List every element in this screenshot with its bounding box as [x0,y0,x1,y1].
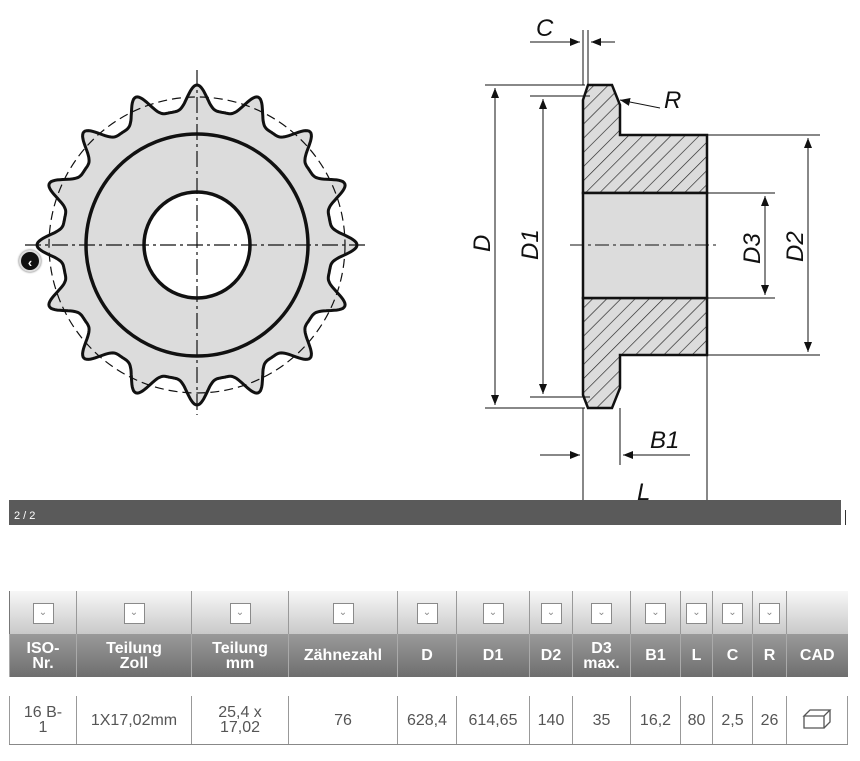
column-header[interactable]: D1 [456,634,530,677]
column-header[interactable]: Teilung mm [191,634,289,677]
column-header[interactable]: D2 [529,634,573,677]
filter-dropdown-button[interactable]: ⌄ [229,602,251,624]
filter-dropdown-button[interactable]: ⌄ [332,602,354,624]
label-c: C [536,15,554,42]
column-header[interactable]: CAD [786,634,848,677]
label-d2: D2 [782,231,809,262]
filter-dropdown-button[interactable]: ⌄ [686,602,707,624]
label-d1: D1 [517,229,544,260]
technical-drawing: C R D D1 D2 D3 B1 L [25,15,820,518]
filter-row: ⌄ ⌄ ⌄ ⌄ ⌄ ⌄ ⌄ ⌄ ⌄ ⌄ ⌄ ⌄ [9,591,848,634]
filter-cell: ⌄ [572,591,631,634]
3d-box-icon[interactable] [802,708,832,730]
cell-cad[interactable] [786,696,848,745]
label-b1: B1 [650,427,679,454]
label-d: D [469,235,496,252]
table-row[interactable]: 16 B- 1 1X17,02mm 25,4 x 17,02 76 628,4 … [9,696,848,745]
column-header[interactable]: D [397,634,457,677]
column-header[interactable]: ISO- Nr. [9,634,77,677]
label-d3: D3 [739,233,766,264]
filter-cell: ⌄ [752,591,787,634]
filter-dropdown-button[interactable]: ⌄ [540,602,562,624]
filter-cell: ⌄ [76,591,192,634]
filter-dropdown-button[interactable]: ⌄ [722,602,743,624]
filter-dropdown-button[interactable]: ⌄ [759,602,780,624]
filter-dropdown-button[interactable]: ⌄ [123,602,145,624]
sprocket-front-view [25,70,365,415]
filter-dropdown-button[interactable]: ⌄ [482,602,504,624]
filter-dropdown-button[interactable]: ⌄ [591,602,612,624]
label-r: R [664,87,681,114]
cell-d1: 614,65 [456,696,530,745]
filter-cell: ⌄ [9,591,77,634]
column-header[interactable]: B1 [630,634,681,677]
filter-cell: ⌄ [529,591,573,634]
cell-teilung-mm: 25,4 x 17,02 [191,696,289,745]
cell-d: 628,4 [397,696,457,745]
filter-cell: ⌄ [191,591,289,634]
column-header[interactable]: Teilung Zoll [76,634,192,677]
filter-dropdown-button[interactable]: ⌄ [32,602,54,624]
gallery-caption-bar: 2 / 2 [9,500,841,525]
column-header[interactable]: L [680,634,713,677]
column-header[interactable]: C [712,634,753,677]
image-counter: 2 / 2 [14,510,36,522]
cell-b1: 16,2 [630,696,681,745]
cell-d3: 35 [572,696,631,745]
column-header[interactable]: D3 max. [572,634,631,677]
filter-cell: ⌄ [288,591,398,634]
column-header[interactable]: Zähnezahl [288,634,398,677]
sprocket-section-view: C R D D1 D2 D3 B1 L [469,15,820,518]
cell-zaehnezahl: 76 [288,696,398,745]
filter-cell: ⌄ [456,591,530,634]
cell-d2: 140 [529,696,573,745]
cell-r: 26 [752,696,787,745]
cell-teilung-zoll: 1X17,02mm [76,696,192,745]
previous-image-button[interactable]: ‹ [19,250,41,272]
divider [845,510,846,525]
filter-cell: ⌄ [630,591,681,634]
cell-l: 80 [680,696,713,745]
label-l: L [637,479,650,506]
cell-c: 2,5 [712,696,753,745]
chevron-left-icon: ‹ [27,255,33,270]
cell-iso: 16 B- 1 [9,696,77,745]
filter-cell: ⌄ [712,591,753,634]
filter-cell [786,591,848,634]
filter-cell: ⌄ [680,591,713,634]
filter-cell: ⌄ [397,591,457,634]
filter-dropdown-button[interactable]: ⌄ [645,602,666,624]
column-header[interactable]: R [752,634,787,677]
filter-dropdown-button[interactable]: ⌄ [416,602,438,624]
